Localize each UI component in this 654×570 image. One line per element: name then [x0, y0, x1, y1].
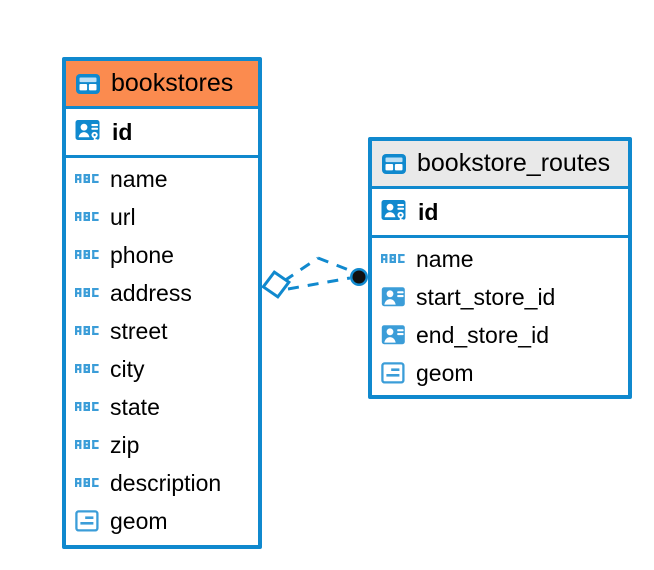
text-type-icon	[75, 285, 101, 301]
field-row-street[interactable]: street	[66, 312, 258, 350]
text-type-icon	[75, 209, 101, 225]
field-label: id	[112, 118, 133, 145]
field-row-name[interactable]: name	[66, 160, 258, 198]
field-label: geom	[110, 507, 168, 534]
field-row-primary-key[interactable]: id	[66, 109, 258, 155]
table-icon	[75, 72, 101, 96]
field-label: address	[110, 279, 192, 306]
text-type-icon	[75, 399, 101, 415]
text-type-icon	[381, 251, 407, 267]
field-label: id	[418, 198, 439, 225]
field-row-name[interactable]: name	[372, 240, 628, 278]
circle-endpoint	[350, 268, 368, 286]
entity-table-bookstores[interactable]: bookstores id	[62, 57, 262, 549]
field-label: end_store_id	[416, 321, 549, 348]
foreign-key-icon	[381, 324, 407, 346]
field-label: description	[110, 469, 222, 496]
field-row-zip[interactable]: zip	[66, 426, 258, 464]
field-row-geom[interactable]: geom	[66, 502, 258, 540]
field-row-description[interactable]: description	[66, 464, 258, 502]
primary-key-section: id	[372, 189, 628, 238]
field-row-phone[interactable]: phone	[66, 236, 258, 274]
field-row-primary-key[interactable]: id	[372, 189, 628, 235]
text-type-icon	[75, 437, 101, 453]
field-label: start_store_id	[416, 283, 556, 310]
field-label: url	[110, 203, 136, 230]
field-label: city	[110, 355, 145, 382]
field-label: state	[110, 393, 160, 420]
text-type-icon	[75, 247, 101, 263]
text-type-icon	[75, 361, 101, 377]
primary-key-section: id	[66, 109, 258, 158]
field-row-city[interactable]: city	[66, 350, 258, 388]
relationship-line-lower	[287, 276, 351, 291]
field-row-geom[interactable]: geom	[372, 354, 628, 392]
field-row-start-store-id[interactable]: start_store_id	[372, 278, 628, 316]
geometry-type-icon	[381, 361, 407, 385]
primary-key-icon	[381, 199, 409, 225]
field-row-end-store-id[interactable]: end_store_id	[372, 316, 628, 354]
field-row-url[interactable]: url	[66, 198, 258, 236]
field-label: street	[110, 317, 168, 344]
diamond-endpoint	[261, 270, 292, 299]
entity-title: bookstore_routes	[417, 149, 611, 177]
foreign-key-icon	[381, 286, 407, 308]
field-row-state[interactable]: state	[66, 388, 258, 426]
field-label: name	[110, 165, 168, 192]
fields-section: name	[66, 158, 258, 544]
entity-title: bookstores	[111, 69, 234, 97]
entity-table-bookstore-routes[interactable]: bookstore_routes	[368, 137, 632, 399]
field-label: geom	[416, 359, 474, 386]
geometry-type-icon	[75, 509, 101, 533]
fields-section: name start_store_id	[372, 238, 628, 396]
primary-key-icon	[75, 119, 103, 145]
relationship-line-upper-left	[283, 256, 319, 283]
text-type-icon	[75, 323, 101, 339]
entity-header[interactable]: bookstores	[66, 61, 258, 109]
text-type-icon	[75, 475, 101, 491]
entity-header[interactable]: bookstore_routes	[372, 141, 628, 189]
field-row-address[interactable]: address	[66, 274, 258, 312]
table-icon	[381, 152, 407, 176]
relationship-line-upper-right	[317, 256, 355, 274]
field-label: zip	[110, 431, 140, 458]
field-label: phone	[110, 241, 174, 268]
text-type-icon	[75, 171, 101, 187]
field-label: name	[416, 245, 474, 272]
